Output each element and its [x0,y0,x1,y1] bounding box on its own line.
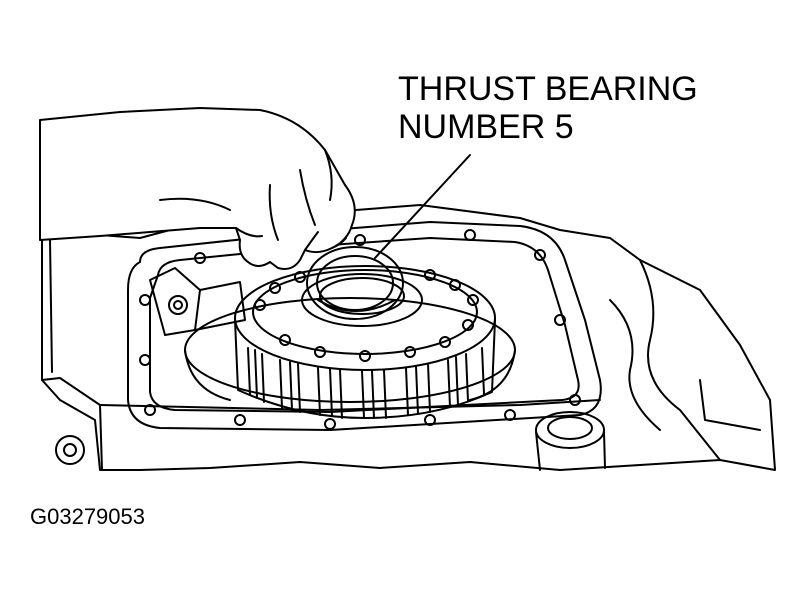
inner-bore [185,298,515,402]
hand [40,108,355,269]
transmission-case [42,205,775,470]
left-bracket [150,268,245,335]
clutch-drum [235,266,495,418]
figure-id: G03279053 [30,504,145,529]
callout-label-line-2: NUMBER 5 [398,108,574,146]
callout-label-line-1: THRUST BEARING [398,70,698,108]
callout-leader-line [375,155,470,258]
gasket-flange [128,222,601,430]
callout-label: THRUST BEARING NUMBER 5 [398,70,698,146]
thrust-bearing-number-5 [307,247,403,319]
